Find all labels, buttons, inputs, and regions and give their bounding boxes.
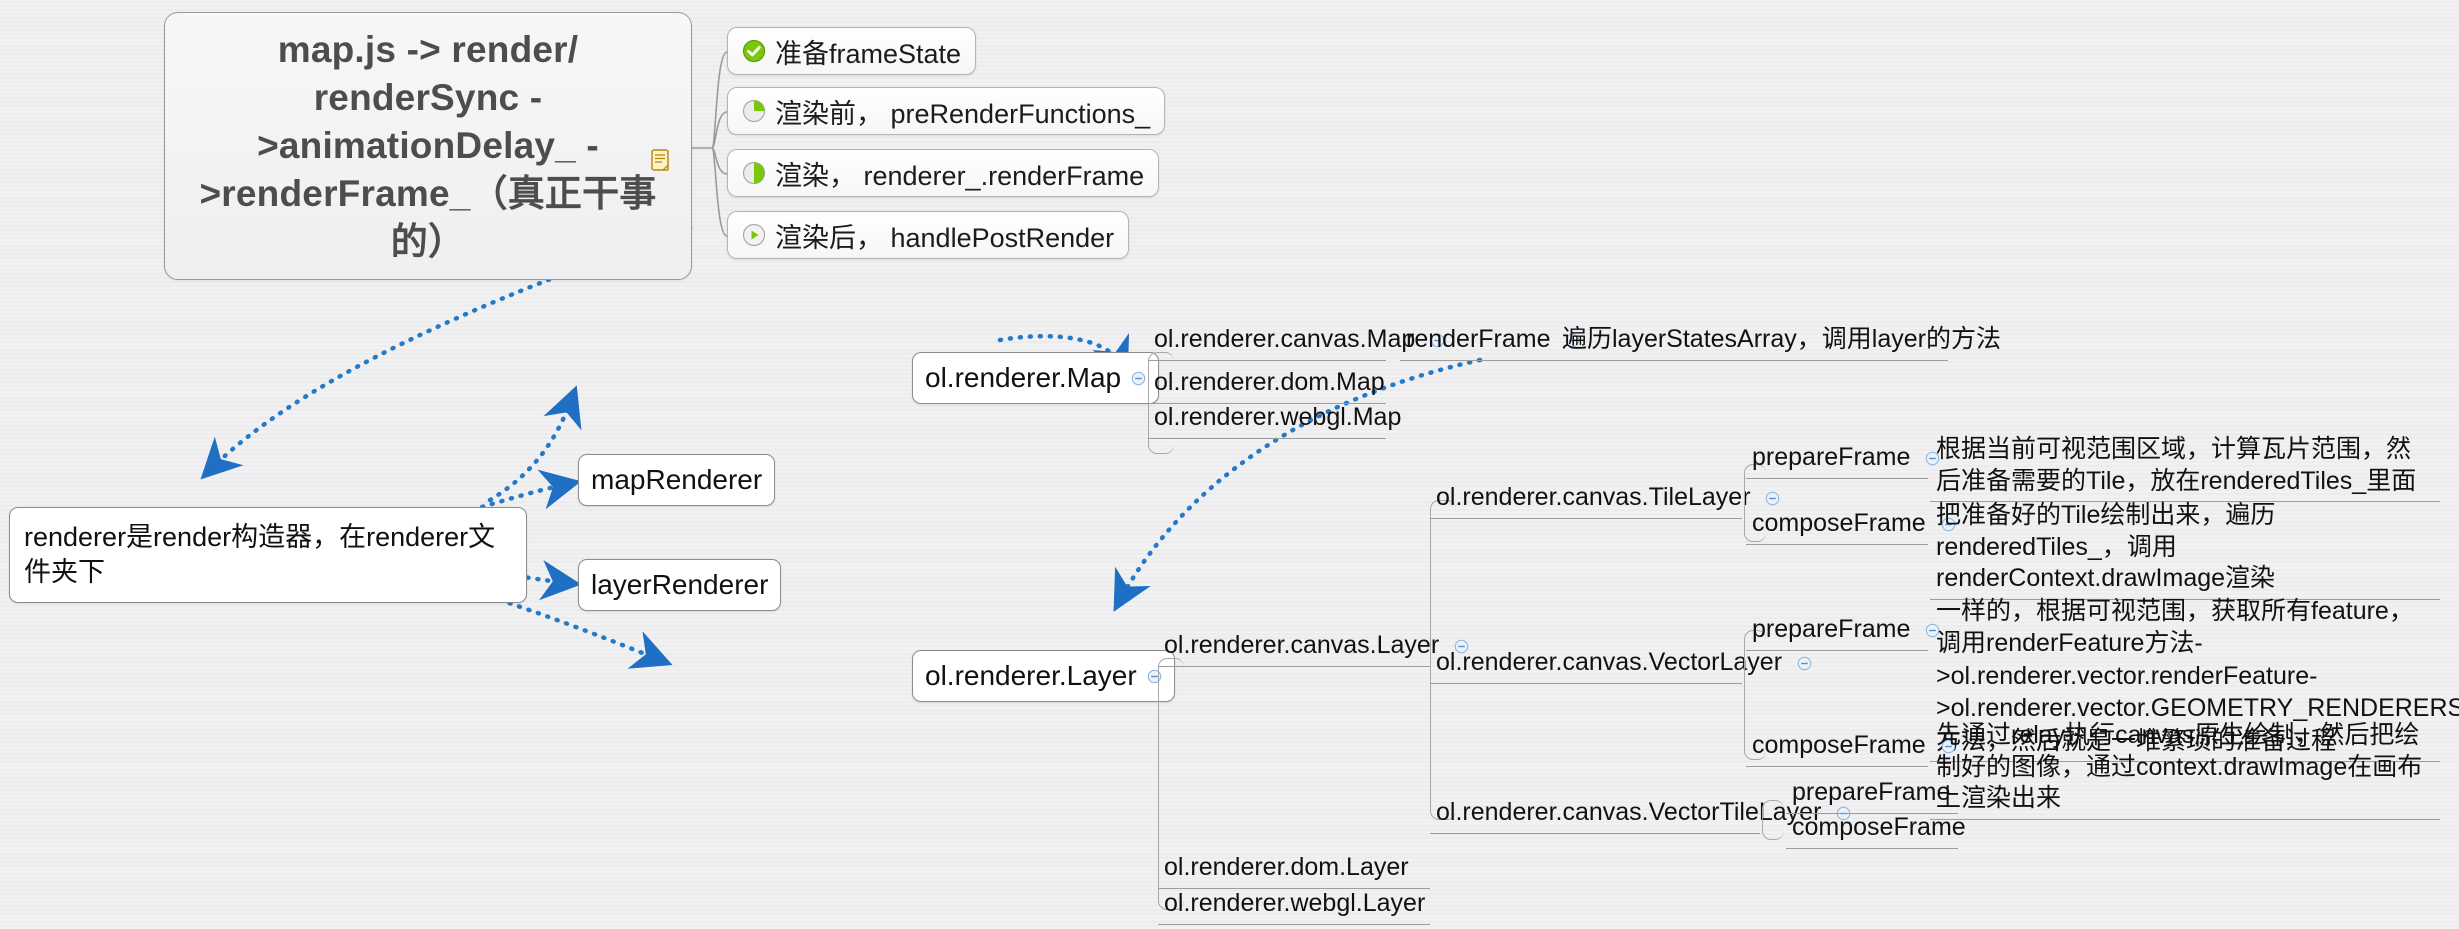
collapse-toggle-icon[interactable]	[1941, 517, 1956, 532]
node-label: prepareFrame	[1752, 615, 1911, 643]
renderer-description-node[interactable]: renderer是render构造器，在renderer文件夹下	[9, 507, 527, 603]
branch-label: 渲染， renderer_.renderFrame	[775, 160, 1145, 191]
branch-label: 渲染后， handlePostRender	[775, 222, 1115, 253]
branch-label: 渲染前， preRenderFunctions_	[775, 98, 1151, 129]
map-renderer-node[interactable]: mapRenderer	[578, 454, 776, 506]
root-topic-label: map.js -> render/ renderSync - >animatio…	[199, 28, 657, 263]
ol-renderer-map-label: ol.renderer.Map	[925, 362, 1122, 393]
node-label: ol.renderer.canvas.Layer	[1164, 631, 1440, 659]
ol-renderer-canvas-vectortilelayer-node[interactable]: ol.renderer.canvas.VectorTileLayer	[1430, 795, 1851, 834]
ol-renderer-layer-node[interactable]: ol.renderer.Layer	[912, 650, 1175, 702]
ol-renderer-canvas-map-node[interactable]: ol.renderer.canvas.Map	[1148, 322, 1445, 361]
branch-postrender-handlepostrender[interactable]: 渲染后， handlePostRender	[727, 211, 1130, 259]
tilelayer-prepareframe-node[interactable]: prepareFrame	[1746, 440, 1940, 479]
layer-renderer-node[interactable]: layerRenderer	[578, 559, 782, 611]
progress-start-icon	[742, 223, 766, 247]
collapse-toggle-icon[interactable]	[1565, 333, 1580, 348]
collapse-toggle-icon[interactable]	[1454, 639, 1469, 654]
node-label: ol.renderer.webgl.Map	[1154, 403, 1402, 431]
node-label: ol.renderer.canvas.TileLayer	[1436, 483, 1751, 511]
vectorlayer-prepareframe-node[interactable]: prepareFrame	[1746, 612, 1940, 651]
node-label: 一样的，根据可视范围，获取所有feature，调用renderFeature方法…	[1936, 596, 2459, 755]
node-label: ol.renderer.canvas.VectorTileLayer	[1436, 798, 1822, 826]
node-label: prepareFrame	[1792, 778, 1951, 806]
ol-renderer-webgl-map-node[interactable]: ol.renderer.webgl.Map	[1148, 400, 1401, 439]
node-label: 根据当前可视范围区域，计算瓦片范围，然后准备需要的Tile，放在rendered…	[1936, 435, 2417, 495]
canvas-map-renderframe-node[interactable]: renderFrame	[1400, 322, 1580, 361]
collapse-toggle-icon[interactable]	[1925, 623, 1940, 638]
branch-prerender-functions[interactable]: 渲染前， preRenderFunctions_	[727, 87, 1166, 135]
vectortilelayer-methods-bracket	[1762, 800, 1784, 840]
layer-renderer-label: layerRenderer	[591, 569, 769, 600]
node-label: 先通过relay执行canvas原生绘制，然后把绘制好的图像，通过context…	[1936, 721, 2423, 812]
collapse-toggle-icon[interactable]	[1430, 333, 1445, 348]
collapse-toggle-icon[interactable]	[1925, 451, 1940, 466]
vectorlayer-composeframe-node[interactable]: composeFrame	[1746, 728, 1955, 767]
ol-renderer-dom-map-node[interactable]: ol.renderer.dom.Map	[1148, 365, 1386, 404]
node-label: ol.renderer.canvas.VectorLayer	[1436, 648, 1783, 676]
node-label: ol.renderer.dom.Map	[1154, 368, 1385, 396]
tilelayer-composeframe-desc-node[interactable]: 把准备好的Tile绘制出来，遍历renderedTiles_，调用renderC…	[1930, 498, 2440, 600]
collapse-toggle-icon[interactable]	[1131, 371, 1146, 386]
node-label: composeFrame	[1752, 731, 1926, 759]
ol-renderer-map-node[interactable]: ol.renderer.Map	[912, 352, 1160, 404]
tilelayer-prepareframe-desc-node[interactable]: 根据当前可视范围区域，计算瓦片范围，然后准备需要的Tile，放在rendered…	[1930, 432, 2440, 502]
node-label: composeFrame	[1752, 509, 1926, 537]
node-label: prepareFrame	[1752, 443, 1911, 471]
note-icon[interactable]	[651, 149, 669, 171]
renderer-description-label: renderer是render构造器，在renderer文件夹下	[24, 521, 496, 587]
node-label: 遍历layerStatesArray，调用layer的方法	[1562, 325, 2001, 353]
ol-renderer-dom-layer-node[interactable]: ol.renderer.dom.Layer	[1158, 850, 1430, 889]
ol-renderer-layer-label: ol.renderer.Layer	[925, 660, 1137, 691]
node-label: renderFrame	[1406, 325, 1551, 353]
relation-maprenderer-to-olmap	[487, 385, 582, 503]
vectortilelayer-prepareframe-node[interactable]: prepareFrame	[1786, 775, 1958, 814]
node-label: composeFrame	[1792, 813, 1966, 841]
ol-renderer-webgl-layer-node[interactable]: ol.renderer.webgl.Layer	[1158, 886, 1430, 925]
branch-render-renderframe[interactable]: 渲染， renderer_.renderFrame	[727, 149, 1160, 197]
vectorlayer-prepareframe-desc-node[interactable]: 一样的，根据可视范围，获取所有feature，调用renderFeature方法…	[1930, 560, 2459, 762]
collapse-toggle-icon[interactable]	[1147, 669, 1162, 684]
map-renderer-label: mapRenderer	[591, 464, 763, 495]
canvas-map-renderframe-desc-node[interactable]: 遍历layerStatesArray，调用layer的方法	[1556, 322, 2001, 361]
ol-renderer-canvas-tilelayer-node[interactable]: ol.renderer.canvas.TileLayer	[1430, 480, 1780, 519]
progress-quarter-icon	[742, 99, 766, 123]
canvas-layer-children-bracket	[1430, 500, 1456, 820]
progress-half-icon	[742, 161, 766, 185]
tilelayer-methods-bracket	[1744, 464, 1766, 542]
root-topic[interactable]: map.js -> render/ renderSync - >animatio…	[164, 12, 692, 280]
collapse-toggle-icon[interactable]	[1941, 739, 1956, 754]
tilelayer-composeframe-node[interactable]: composeFrame	[1746, 506, 1955, 545]
branch-label: 准备frameState	[775, 38, 962, 69]
node-label: ol.renderer.dom.Layer	[1164, 853, 1409, 881]
vectorlayer-methods-bracket	[1744, 630, 1766, 760]
ol-renderer-canvas-layer-node[interactable]: ol.renderer.canvas.Layer	[1158, 628, 1469, 667]
vectortilelayer-composeframe-node[interactable]: composeFrame	[1786, 810, 1966, 849]
node-label: ol.renderer.webgl.Layer	[1164, 889, 1426, 917]
collapse-toggle-icon[interactable]	[1765, 491, 1780, 506]
ol-renderer-canvas-vectorlayer-node[interactable]: ol.renderer.canvas.VectorLayer	[1430, 645, 1812, 684]
layer-children-bracket	[1158, 658, 1184, 910]
node-label: ol.renderer.canvas.Map	[1154, 325, 1416, 353]
progress-complete-icon	[742, 39, 766, 63]
vectorlayer-composeframe-desc-node[interactable]: 先通过relay执行canvas原生绘制，然后把绘制好的图像，通过context…	[1930, 718, 2440, 820]
collapse-toggle-icon[interactable]	[1797, 656, 1812, 671]
node-label: 把准备好的Tile绘制出来，遍历renderedTiles_，调用renderC…	[1936, 501, 2276, 592]
branch-prepare-framestate[interactable]: 准备frameState	[727, 27, 977, 75]
